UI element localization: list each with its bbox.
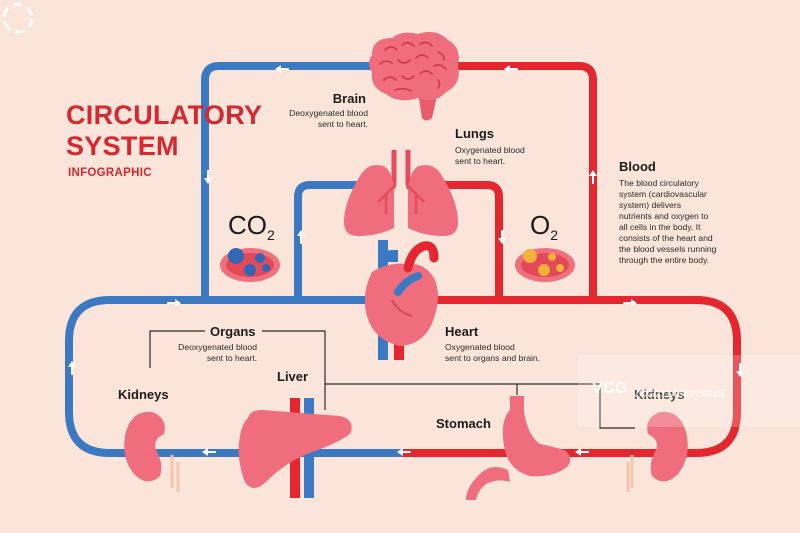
vessel-brain-supply <box>452 62 597 300</box>
organs-label: Organs <box>210 324 256 339</box>
o2-label: O2 <box>530 210 558 243</box>
oxygenated-vessels <box>402 62 741 457</box>
brain-description: Deoxygenated blood sent to heart. <box>289 108 368 129</box>
kidneys-right-label: Kidneys <box>634 387 685 402</box>
liver-label: Liver <box>277 369 309 384</box>
vessel-brain-return <box>201 62 372 300</box>
watermark-brand: VCG <box>592 380 629 397</box>
organs-callout-kidney <box>599 384 635 429</box>
brain-icon <box>369 32 459 121</box>
watermark-id: VCG211468229865 <box>632 388 725 400</box>
vessel-pulmonary-artery <box>294 181 370 300</box>
kidneys-left-label: Kidneys <box>118 387 169 402</box>
deoxygenated-vessels <box>65 62 402 457</box>
title-subtitle: INFOGRAPHIC <box>68 167 152 179</box>
title-line-2: SYSTEM <box>66 131 179 161</box>
callout-lines <box>149 330 635 429</box>
kidney-icon <box>626 411 688 492</box>
heart-icon <box>364 240 439 360</box>
title-line-1: CIRCULATORY <box>66 100 263 130</box>
heart-description: Oxygenated blood sent to organs and brai… <box>445 342 541 363</box>
kidney-icon <box>124 411 180 492</box>
vessel-pulmonary-vein <box>432 181 503 300</box>
o2-sub: 2 <box>550 227 559 244</box>
stomach-icon <box>466 396 571 500</box>
blood-label: Blood <box>619 159 656 174</box>
co2-main: CO <box>228 210 267 240</box>
heart-label: Heart <box>445 324 479 339</box>
co2-sub: 2 <box>267 227 275 244</box>
blood-description: The blood circulatory system (cardiovasc… <box>619 178 717 265</box>
brain-label: Brain <box>332 91 366 106</box>
blood-cell-icon <box>220 248 280 282</box>
watermark-panel <box>578 355 800 427</box>
arrow-icon <box>68 65 744 456</box>
organs-callout-left <box>149 330 205 368</box>
stomach-label: Stomach <box>436 416 491 431</box>
vessel-body-supply <box>402 296 741 457</box>
organs-description: Deoxygenated blood sent to heart. <box>178 342 257 363</box>
lungs-icon <box>344 150 458 236</box>
blood-cell-icon <box>515 248 575 282</box>
lungs-label: Lungs <box>455 126 494 141</box>
watermark-logo-icon <box>2 2 34 34</box>
liver-icon <box>238 398 352 498</box>
co2-label: CO2 <box>228 210 275 243</box>
o2-main: O <box>530 210 551 240</box>
lungs-description: Oxygenated blood sent to heart. <box>455 145 525 166</box>
vessel-body-return <box>65 296 402 457</box>
